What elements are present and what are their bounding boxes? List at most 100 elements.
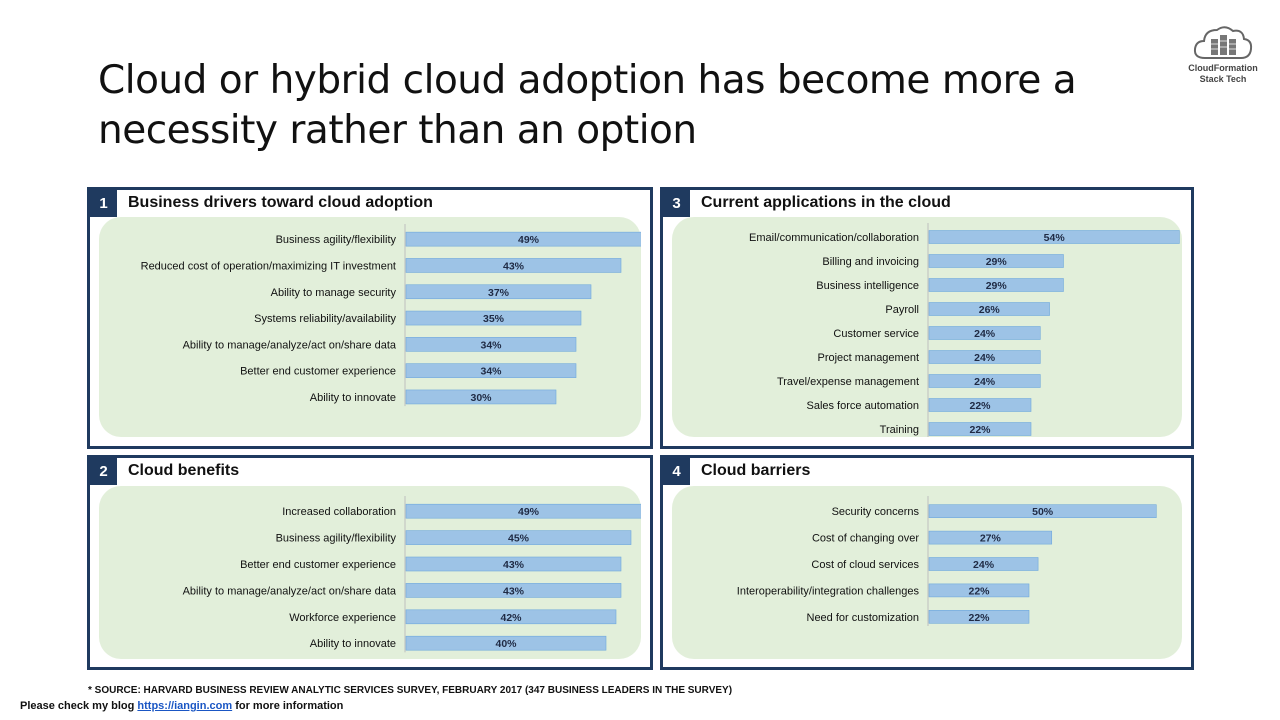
category-label: Interoperability/integration challenges <box>737 585 920 597</box>
bar <box>928 350 1041 364</box>
bar <box>405 258 622 273</box>
category-label: Need for customization <box>807 612 920 624</box>
category-label: Better end customer experience <box>240 366 396 378</box>
logo-text-line2: Stack Tech <box>1199 74 1247 84</box>
blog-link[interactable]: https://iangin.com <box>137 700 233 712</box>
panel-title: Cloud barriers <box>701 462 811 479</box>
bar <box>928 610 1030 624</box>
data-label: 34% <box>480 339 502 351</box>
blog-suffix: for more information <box>235 700 344 712</box>
data-label: 54% <box>1044 232 1066 244</box>
data-label: 40% <box>495 638 517 650</box>
data-label: 27% <box>980 533 1002 545</box>
bar <box>405 284 592 300</box>
data-label: 50% <box>1032 506 1054 518</box>
data-label: 22% <box>969 424 991 436</box>
data-label: 45% <box>508 533 530 545</box>
category-label: Ability to manage security <box>271 287 397 299</box>
data-label: 35% <box>483 313 505 325</box>
cloud-logo-icon <box>1193 26 1253 59</box>
category-label: Security concerns <box>832 506 920 518</box>
data-label: 43% <box>503 559 525 571</box>
bar <box>405 503 641 519</box>
data-label: 24% <box>973 559 995 571</box>
category-label: Cost of cloud services <box>811 559 919 571</box>
panel-title: Business drivers toward cloud adoption <box>128 194 433 211</box>
bar <box>405 609 617 625</box>
blog-note: Please check my blog https://iangin.com … <box>20 700 343 712</box>
category-label: Ability to innovate <box>310 638 396 650</box>
bar <box>405 583 622 598</box>
chart-area: Increased collaboration 49% Business agili… <box>99 486 641 659</box>
data-label: 22% <box>968 585 990 597</box>
category-label: Increased collaboration <box>282 506 396 518</box>
data-label: 22% <box>968 612 990 624</box>
data-label: 43% <box>503 585 525 597</box>
bar-chart-current-applications: Email/communication/collaboration 54% Bill… <box>749 223 1180 437</box>
category-label: Customer service <box>833 328 919 340</box>
data-label: 29% <box>986 256 1008 268</box>
bar <box>405 231 641 247</box>
category-label: Workforce experience <box>289 612 396 624</box>
data-label: 30% <box>470 392 492 404</box>
category-label: Billing and invoicing <box>822 256 919 268</box>
category-label: Ability to manage/analyze/act on/share d… <box>183 585 397 597</box>
panel-business-drivers: 1 Business drivers toward cloud adoption… <box>87 187 653 449</box>
panel-title: Cloud benefits <box>128 462 240 479</box>
category-label: Business intelligence <box>816 280 919 292</box>
bar <box>928 230 1180 244</box>
category-label: Better end customer experience <box>240 559 396 571</box>
bar <box>405 635 607 651</box>
bar <box>928 583 1030 598</box>
data-label: 49% <box>518 506 540 518</box>
bar <box>928 422 1032 436</box>
data-label: 24% <box>974 352 996 364</box>
chart-area: Email/communication/collaboration 54% Bill… <box>672 217 1182 437</box>
bar <box>928 254 1064 268</box>
category-label: Project management <box>818 352 920 364</box>
bar <box>928 326 1041 340</box>
page-title: Cloud or hybrid cloud adoption has becom… <box>98 58 1077 153</box>
category-label: Payroll <box>885 304 919 316</box>
panel-number: 3 <box>663 190 690 217</box>
category-label: Email/communication/collaboration <box>749 232 919 244</box>
bar <box>928 398 1032 412</box>
panel-number: 1 <box>90 190 117 217</box>
chart-area: Business agility/flexibility 49% Reduced c… <box>99 217 641 437</box>
data-label: 22% <box>969 400 991 412</box>
source-footnote: * SOURCE: HARVARD BUSINESS REVIEW ANALYT… <box>88 685 733 696</box>
bar <box>928 278 1064 292</box>
category-label: Travel/expense management <box>777 376 919 388</box>
panel-number: 2 <box>90 458 117 485</box>
bar <box>928 504 1157 519</box>
bar <box>928 302 1050 316</box>
bar-chart-cloud-barriers: Security concerns 50% Cost of changing ove… <box>737 496 1157 626</box>
bar-chart-cloud-benefits: Increased collaboration 49% Business agili… <box>183 496 641 653</box>
data-label: 42% <box>500 612 522 624</box>
blog-prefix: Please check my blog <box>20 700 135 712</box>
data-label: 24% <box>974 328 996 340</box>
data-label: 34% <box>480 366 502 378</box>
bar <box>405 530 632 545</box>
bar <box>405 556 622 572</box>
bar-chart-business-drivers: Business agility/flexibility 49% Reduced c… <box>141 224 641 407</box>
panel-cloud-benefits: 2 Cloud benefits Increased collaboration… <box>87 455 653 670</box>
category-label: Business agility/flexibility <box>276 533 397 545</box>
bar <box>405 337 577 352</box>
data-label: 29% <box>986 280 1008 292</box>
panel-title: Current applications in the cloud <box>701 194 951 211</box>
bar <box>928 530 1053 545</box>
panel-current-applications: 3 Current applications in the cloud Emai… <box>660 187 1194 449</box>
category-label: Systems reliability/availability <box>254 313 396 325</box>
category-label: Reduced cost of operation/maximizing IT … <box>141 260 396 272</box>
bar <box>405 310 582 326</box>
category-label: Business agility/flexibility <box>276 234 397 246</box>
data-label: 26% <box>979 304 1001 316</box>
data-label: 49% <box>518 234 540 246</box>
data-label: 43% <box>503 260 525 272</box>
logo-text-line1: CloudFormation <box>1188 63 1258 73</box>
category-label: Cost of changing over <box>812 533 919 545</box>
bar <box>928 374 1041 388</box>
category-label: Sales force automation <box>806 400 919 412</box>
